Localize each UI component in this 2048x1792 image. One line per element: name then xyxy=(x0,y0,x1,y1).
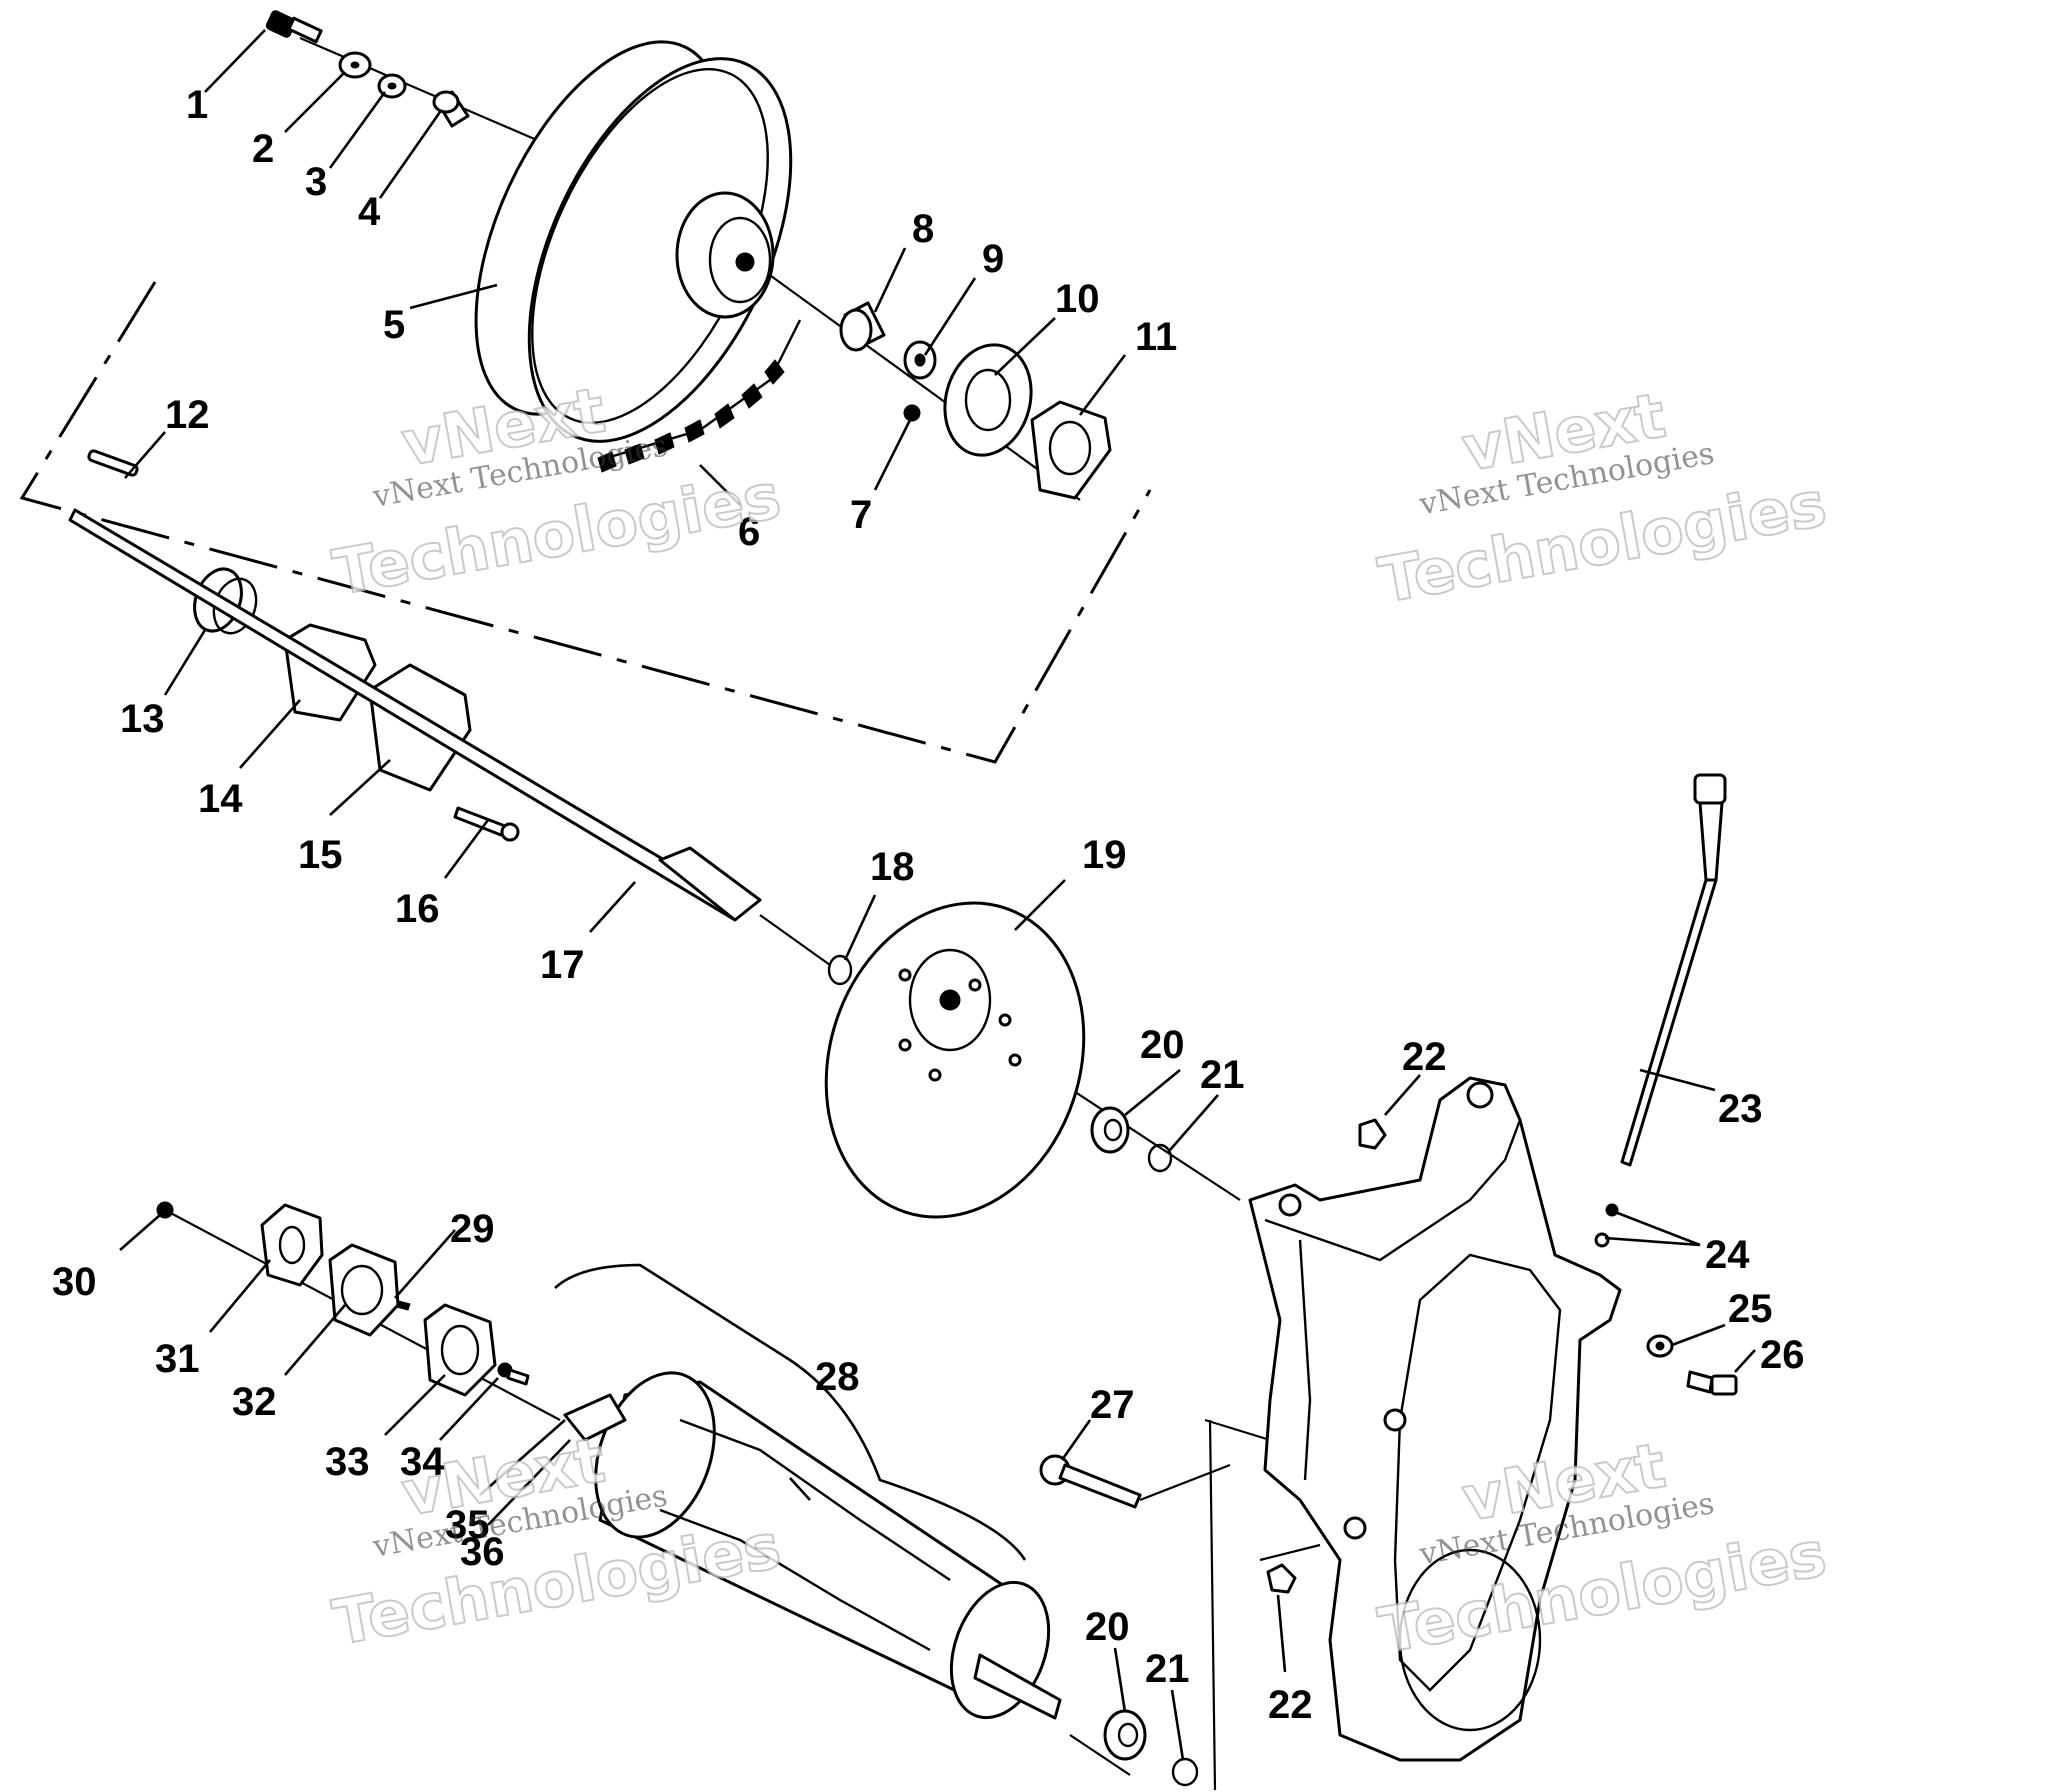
part-27-bolt xyxy=(1039,1454,1142,1509)
callout-20-upper: 20 xyxy=(1140,1023,1185,1067)
callout-18: 18 xyxy=(870,845,915,889)
chaincase-housing xyxy=(1248,1076,1622,1762)
callout-24: 24 xyxy=(1705,1233,1750,1277)
part-20-seal-upper xyxy=(1090,1106,1130,1154)
part-20-seal-lower xyxy=(1103,1709,1147,1761)
part-1-bolt xyxy=(265,10,323,44)
part-7-nut xyxy=(903,404,921,422)
part-3-washer xyxy=(377,73,407,99)
part-33-bearing-cap xyxy=(423,1303,497,1397)
callout-16: 16 xyxy=(395,887,440,931)
part-2-washer xyxy=(338,51,372,79)
leader-lines xyxy=(119,29,1756,1761)
part-31-flange xyxy=(260,1203,324,1287)
callout-4: 4 xyxy=(358,190,381,234)
callout-15: 15 xyxy=(298,833,343,877)
part-24-fitting xyxy=(1594,1203,1619,1248)
watermark-top-left: vNext vNext Technologies Technologies xyxy=(327,372,787,610)
callout-36: 36 xyxy=(460,1530,505,1574)
part-25-washer xyxy=(1646,1334,1674,1358)
part-12-key xyxy=(87,449,139,477)
callout-20-lower: 20 xyxy=(1085,1605,1130,1649)
callout-3: 3 xyxy=(305,160,327,204)
part-28-drive-clutch xyxy=(563,1371,1062,1720)
callout-6: 6 xyxy=(738,510,760,554)
part-32-gasket xyxy=(328,1243,400,1337)
part-4-spacer xyxy=(432,90,470,128)
part-22-nut-upper xyxy=(1358,1118,1387,1150)
callout-11: 11 xyxy=(1135,315,1177,359)
callout-30: 30 xyxy=(52,1260,97,1304)
callout-23: 23 xyxy=(1718,1087,1763,1131)
part-30-nut xyxy=(156,1201,174,1219)
part-16-bolt xyxy=(453,806,520,842)
part-23-dipstick xyxy=(1620,773,1727,1167)
callout-34: 34 xyxy=(400,1440,445,1484)
part-5-driven-pulley xyxy=(474,40,793,443)
callout-7: 7 xyxy=(850,493,872,537)
callout-32: 32 xyxy=(232,1380,277,1424)
part-10-bearing-plate xyxy=(943,343,1033,457)
callout-10: 10 xyxy=(1055,277,1100,321)
part-6-drive-chain xyxy=(597,319,802,473)
callout-29: 29 xyxy=(450,1207,495,1251)
part-8-bushing xyxy=(839,301,886,352)
part-19-brake-disc xyxy=(824,901,1086,1219)
callout-35: 35 xyxy=(445,1503,490,1547)
callout-19: 19 xyxy=(1082,833,1127,877)
callout-28: 28 xyxy=(815,1355,860,1399)
callout-labels: 1 2 3 4 5 6 7 8 9 10 11 12 13 14 15 16 1… xyxy=(52,83,1805,1727)
callout-33: 33 xyxy=(325,1440,370,1484)
part-18-snap-ring xyxy=(827,954,853,986)
callout-31: 31 xyxy=(155,1337,200,1381)
callout-25: 25 xyxy=(1728,1287,1773,1331)
part-22-nut-lower xyxy=(1266,1563,1297,1594)
watermark-top-right: vNext vNext Technologies Technologies xyxy=(1373,377,1833,618)
callout-17: 17 xyxy=(540,943,585,987)
part-21-ring-lower xyxy=(1171,1757,1199,1787)
part-17-jackshaft xyxy=(68,508,762,922)
part-11-flange-bracket xyxy=(1030,400,1112,500)
callout-2: 2 xyxy=(252,127,274,171)
callout-26: 26 xyxy=(1760,1333,1805,1377)
callout-21-lower: 21 xyxy=(1145,1647,1190,1691)
callout-13: 13 xyxy=(120,697,165,741)
assembly-boundary-line xyxy=(19,281,1152,764)
callout-14: 14 xyxy=(198,777,243,821)
callout-12: 12 xyxy=(165,393,210,437)
part-26-bolt xyxy=(1686,1370,1738,1396)
part-21-ring-upper xyxy=(1147,1143,1173,1173)
callout-9: 9 xyxy=(982,237,1004,281)
callout-8: 8 xyxy=(912,207,934,251)
callout-21-upper: 21 xyxy=(1200,1053,1245,1097)
callout-5: 5 xyxy=(383,303,405,347)
callout-22-upper: 22 xyxy=(1402,1035,1447,1079)
callout-1: 1 xyxy=(186,83,208,127)
callout-27: 27 xyxy=(1090,1383,1135,1427)
callout-22-lower: 22 xyxy=(1268,1683,1313,1727)
part-34-bolt xyxy=(497,1362,530,1386)
